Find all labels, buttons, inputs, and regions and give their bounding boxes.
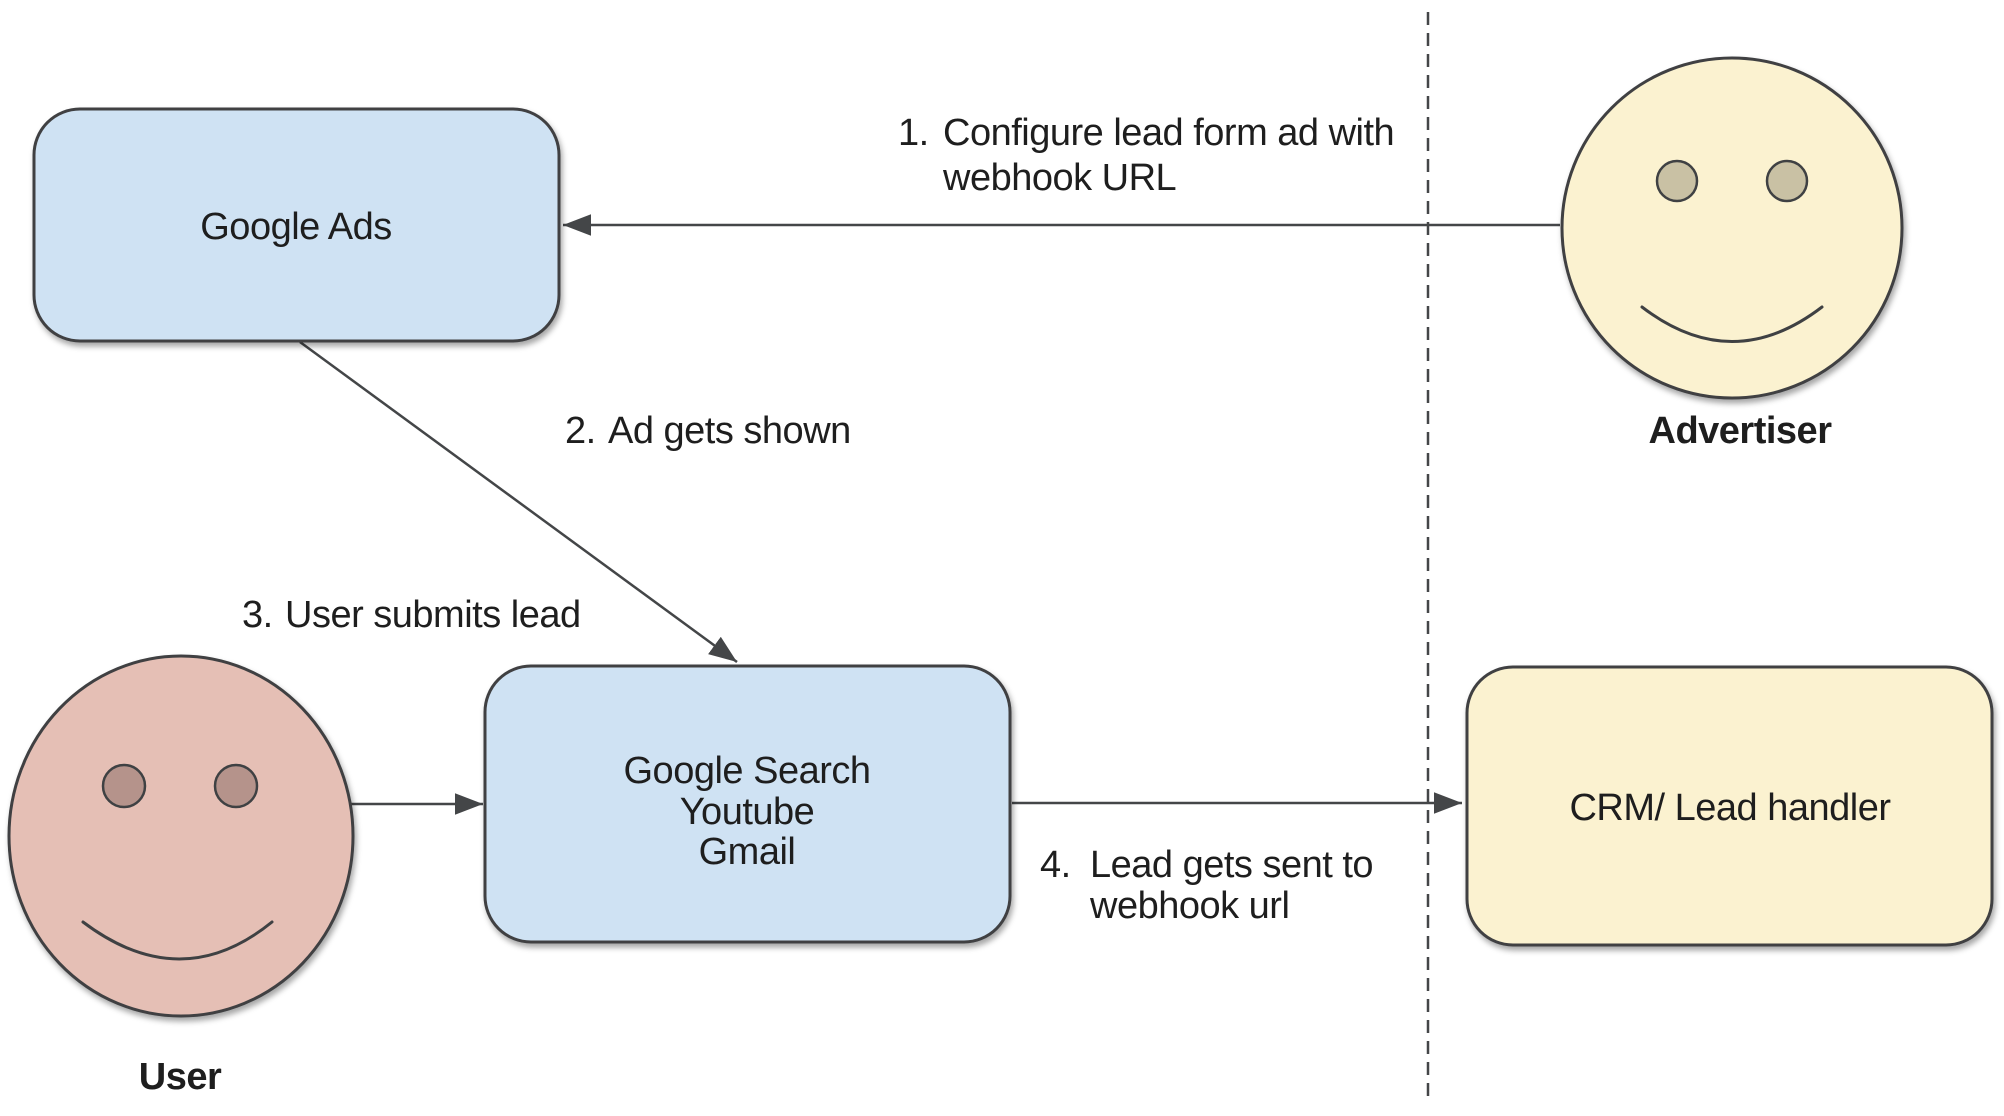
user-left-eye-icon bbox=[101, 763, 147, 809]
advertiser-smile-icon bbox=[1640, 305, 1824, 343]
google-properties-box bbox=[483, 664, 1012, 944]
advertiser-face bbox=[1560, 56, 1904, 400]
step4-annotation: 4. Lead gets sent to webhook url bbox=[1040, 844, 1374, 927]
google-properties-label-line2: Youtube bbox=[680, 791, 815, 833]
crm-label: CRM/ Lead handler bbox=[1569, 787, 1891, 829]
google-properties-node: Google Search Youtube Gmail bbox=[483, 664, 1012, 944]
advertiser-face-icon bbox=[1560, 56, 1904, 400]
crm-box bbox=[1465, 665, 1994, 947]
google-ads-box bbox=[32, 107, 561, 343]
arrow-google-ads-to-properties bbox=[299, 340, 738, 664]
google-properties-label-line3: Gmail bbox=[699, 831, 796, 873]
step1-annotation: 1. Configure lead form ad with webhook U… bbox=[898, 112, 1395, 199]
google-ads-label: Google Ads bbox=[200, 206, 391, 248]
step4-line2: webhook url bbox=[1089, 885, 1289, 927]
user-label: User bbox=[139, 1056, 222, 1098]
step1-line2: webhook URL bbox=[942, 157, 1176, 199]
advertiser-right-eye-icon bbox=[1765, 159, 1809, 203]
step2-line1: Ad gets shown bbox=[608, 410, 851, 452]
step4-line1: Lead gets sent to bbox=[1090, 844, 1373, 886]
crm-node: CRM/ Lead handler bbox=[1465, 665, 1994, 947]
step1-line1: Configure lead form ad with bbox=[943, 112, 1394, 154]
user-right-eye-icon bbox=[213, 763, 259, 809]
google-ads-node: Google Ads bbox=[32, 107, 561, 343]
advertiser-left-eye-icon bbox=[1655, 159, 1699, 203]
user-face-icon bbox=[7, 654, 355, 1018]
user-smile-icon bbox=[81, 920, 274, 961]
step3-annotation: 3. User submits lead bbox=[242, 594, 581, 636]
advertiser-label: Advertiser bbox=[1649, 410, 1833, 452]
google-properties-label-line1: Google Search bbox=[624, 750, 871, 792]
step4-number: 4. bbox=[1040, 844, 1071, 886]
user-face bbox=[7, 654, 355, 1018]
step2-annotation: 2. Ad gets shown bbox=[565, 410, 851, 452]
step1-number: 1. bbox=[898, 112, 929, 154]
step3-line1: User submits lead bbox=[285, 594, 581, 636]
step3-number: 3. bbox=[242, 594, 273, 636]
step2-number: 2. bbox=[565, 410, 596, 452]
